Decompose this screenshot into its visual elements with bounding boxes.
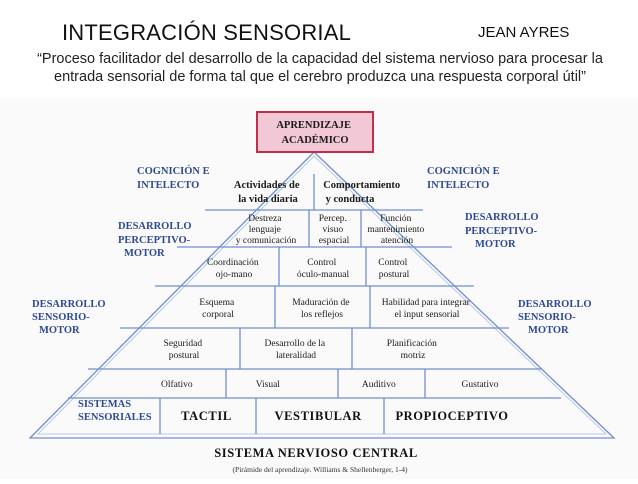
sense-visual: Visual <box>256 380 281 390</box>
right-cognicion-line-2: INTELECTO <box>427 180 489 191</box>
left-sensorio-line-1: DESARROLLO <box>32 299 106 310</box>
svg-text:Destreza lenguaje y co: Destreza lenguaje y comunicación <box>236 214 297 246</box>
svg-text:Desarrollo de la lateralid: Desarrollo de la lateralidad <box>264 339 327 361</box>
svg-text:Comportamiento y conducta: Comportamiento y conducta <box>323 180 403 205</box>
sense-gustativo: Gustativo <box>462 380 499 390</box>
sense-olfativo: Olfativo <box>161 379 193 390</box>
definition-quote: “Proceso facilitador del desarrollo de l… <box>20 50 620 86</box>
system-propioceptivo: PROPIOCEPTIVO <box>395 409 508 423</box>
svg-text:TACTIL VESTIBULAR PROP: TACTIL VESTIBULAR PROPIOCEPTIVO <box>181 409 508 423</box>
right-perceptivo-line-2: PERCEPTIVO- <box>465 226 538 237</box>
row1-cell1-line-2: la vida diaria <box>238 194 298 205</box>
svg-text:Función mantenimiento: Función mantenimiento atención <box>367 214 426 246</box>
svg-text:DESARROLLO SENSORIO- M: DESARROLLO SENSORIO- MOTOR <box>518 299 594 336</box>
row2-cell1-line-3: y comunicación <box>236 236 297 246</box>
left-perceptivo-line-3: MOTOR <box>124 248 165 259</box>
pyramid-outline <box>28 151 616 439</box>
svg-text:Percep. visuo espacial: Percep. visuo espacial <box>319 214 350 246</box>
left-sensorio-line-3: MOTOR <box>39 325 80 336</box>
system-vestibular: VESTIBULAR <box>274 409 362 423</box>
right-perceptivo-line-3: MOTOR <box>475 239 516 250</box>
row5-cell2-line-2: lateralidad <box>276 351 316 361</box>
apex-box <box>256 111 374 153</box>
quote-line-1: “Proceso facilitador del desarrollo de l… <box>37 51 603 67</box>
apex-line-1: APRENDIZAJE <box>276 120 351 131</box>
row2-cell1-line-2: lenguaje <box>249 225 281 235</box>
svg-text:Coordinación ojo-mano: Coordinación ojo-mano <box>207 258 261 280</box>
row4-cell2-line-1: Maduración de <box>292 298 349 308</box>
row3-cell3-line-2: postural <box>379 270 410 280</box>
row4-cell1-line-2: corporal <box>202 310 234 320</box>
slide-title: INTEGRACIÓN SENSORIAL <box>62 20 352 45</box>
svg-text:DESARROLLO SENSORIO- M: DESARROLLO SENSORIO- MOTOR <box>32 299 108 336</box>
right-sensorio-line-1: DESARROLLO <box>518 299 592 310</box>
apex-line-2: ACADÉMICO <box>281 134 348 146</box>
system-tactil: TACTIL <box>181 409 231 423</box>
row2-cell3-line-1: Función <box>380 214 411 224</box>
row2-cell2-line-3: espacial <box>319 236 350 246</box>
row3-cell1-line-1: Coordinación <box>207 258 259 268</box>
svg-text:Esquema corporal: Esquema corporal <box>199 298 236 320</box>
row3-cell2-line-2: óculo-manual <box>297 270 350 280</box>
row5-cell1-line-2: postural <box>169 351 200 361</box>
left-sistemas-line-2: SENSORIALES <box>78 412 152 423</box>
svg-text:COGNICIÓN E INTELECTO: COGNICIÓN E INTELECTO <box>137 165 212 191</box>
svg-text:DESARROLLO PERCEPTIVO-: DESARROLLO PERCEPTIVO- MOTOR <box>465 212 541 250</box>
svg-text:Seguridad postural: Seguridad postural <box>164 339 205 361</box>
sense-auditivo: Auditivo <box>362 380 396 390</box>
row1-cell2-line-2: y conducta <box>326 194 375 205</box>
row5-cell1-line-1: Seguridad <box>164 339 203 349</box>
row4-cell3-line-1: Habilidad para integrar <box>382 298 471 308</box>
svg-text:COGNICIÓN E INTELECTO: COGNICIÓN E INTELECTO <box>427 165 502 191</box>
row5-cell2-line-1: Desarrollo de la <box>264 339 325 349</box>
left-perceptivo-line-1: DESARROLLO <box>118 221 192 232</box>
right-perceptivo-line-1: DESARROLLO <box>465 212 539 223</box>
row4-cell2-line-2: los reflejos <box>301 309 343 320</box>
left-cognicion-line-2: INTELECTO <box>137 180 199 191</box>
row2-cell2-line-2: visuo <box>323 225 344 235</box>
row3-cell3-line-1: Control <box>378 258 407 268</box>
row5-cell3-line-2: motriz <box>401 351 426 361</box>
row2-cell3-line-2: mantenimiento <box>367 225 424 235</box>
svg-text:Planificación motriz: Planificación motriz <box>387 338 440 361</box>
row1-cell1-line-1: Actividades de <box>234 180 300 191</box>
left-sistemas-line-1: SISTEMAS <box>78 399 131 410</box>
svg-text:Control óculo-manual: Control óculo-manual <box>297 258 350 280</box>
right-sensorio-line-2: SENSORIO- <box>518 312 576 323</box>
quote-line-2: entrada sensorial de forma tal que el ce… <box>54 69 586 85</box>
pyramid-frame <box>28 151 616 439</box>
svg-text:APRENDIZAJE ACADÉMICO: APRENDIZAJE ACADÉMICO <box>276 120 353 146</box>
row3-cell2-line-1: Control <box>307 258 336 268</box>
svg-text:SISTEMAS SENSORIALES: SISTEMAS SENSORIALES <box>78 399 152 423</box>
slide-author: JEAN AYRES <box>478 24 570 41</box>
svg-text:Actividades de la vida dia: Actividades de la vida diaria <box>234 180 302 205</box>
right-sensorio-line-3: MOTOR <box>528 325 569 336</box>
row3-cell1-line-2: ojo-mano <box>216 270 253 280</box>
svg-text:DESARROLLO PERCEPTIVO-: DESARROLLO PERCEPTIVO- MOTOR <box>118 221 194 259</box>
row1-cell2-line-1: Comportamiento <box>323 180 400 191</box>
row2-cell3-line-3: atención <box>381 236 413 246</box>
row2-cell2-line-1: Percep. <box>319 214 347 224</box>
row4-cell1-line-1: Esquema <box>199 298 235 308</box>
diagram-panel: APRENDIZAJE ACADÉMICO COGNICIÓN E INTELE… <box>0 98 638 479</box>
svg-text:Control postural: Control postural <box>378 258 409 280</box>
left-perceptivo-line-2: PERCEPTIVO- <box>118 235 191 246</box>
svg-text:Habilidad para integrar el: Habilidad para integrar el input sensori… <box>382 298 472 320</box>
learning-pyramid-diagram: APRENDIZAJE ACADÉMICO COGNICIÓN E INTELE… <box>28 111 616 474</box>
base-label: SISTEMA NERVIOSO CENTRAL <box>214 446 418 460</box>
row2-cell1-line-1: Destreza <box>248 214 282 224</box>
row4-cell3-line-2: el input sensorial <box>395 310 460 320</box>
left-cognicion-line-1: COGNICIÓN E <box>137 165 210 177</box>
svg-text:Maduración de los reflejos: Maduración de los reflejos <box>292 298 352 320</box>
svg-text:Olfativo Visual Auditi: Olfativo Visual Auditivo Gustativo <box>161 379 499 390</box>
left-sensorio-line-2: SENSORIO- <box>32 312 90 323</box>
source-caption: (Pirámide del aprendizaje. Williams & Sh… <box>233 465 408 474</box>
right-cognicion-line-1: COGNICIÓN E <box>427 165 500 177</box>
row5-cell3-line-1: Planificación <box>387 338 437 349</box>
